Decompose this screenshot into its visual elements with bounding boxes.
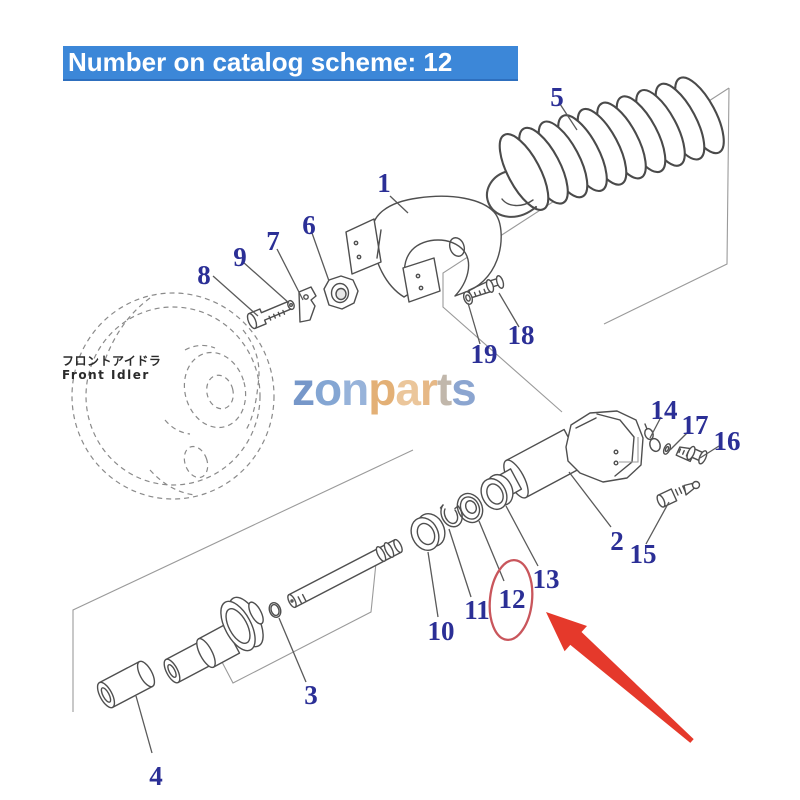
highlight-circle bbox=[488, 559, 534, 641]
part-label-4: 4 bbox=[149, 761, 163, 791]
bushing4-drawing bbox=[96, 660, 156, 709]
bolt18-drawing bbox=[468, 275, 505, 299]
washer17-drawing bbox=[662, 443, 672, 455]
part-label-12: 12 bbox=[499, 584, 526, 614]
watermark-letter: o bbox=[314, 363, 342, 415]
plate-drawing bbox=[298, 286, 317, 323]
part-label-2: 2 bbox=[610, 526, 624, 556]
recoil-spring-drawing bbox=[485, 76, 725, 218]
part-label-1: 1 bbox=[377, 168, 391, 198]
part-label-10: 10 bbox=[428, 616, 455, 646]
watermark-letter: r bbox=[419, 363, 438, 415]
part-label-5: 5 bbox=[550, 82, 564, 112]
front-idler-caption-japanese: フロントアイドラ bbox=[62, 354, 162, 368]
o-ring3-drawing bbox=[268, 602, 282, 618]
part-label-8: 8 bbox=[197, 260, 211, 290]
part-labels: 1 2 3 4 5 6 7 8 9 10 11 12 13 14 15 16 1… bbox=[149, 82, 740, 791]
snap-ring11-drawing bbox=[439, 504, 463, 528]
watermark-letter: n bbox=[341, 363, 369, 415]
part-label-9: 9 bbox=[233, 242, 247, 272]
watermark-letter: a bbox=[395, 363, 421, 415]
piston-drawing bbox=[163, 552, 378, 684]
rod-drawing bbox=[287, 538, 403, 609]
part-label-13: 13 bbox=[533, 564, 560, 594]
watermark-letter: t bbox=[436, 363, 452, 415]
cylinder-block-drawing bbox=[492, 410, 644, 500]
front-idler-phantom-sketch bbox=[71, 292, 275, 500]
part-label-15: 15 bbox=[630, 539, 657, 569]
part-label-19: 19 bbox=[471, 339, 498, 369]
highlight-arrow bbox=[546, 612, 694, 743]
grease-fitting-drawing bbox=[656, 480, 701, 508]
watermark-letter: p bbox=[368, 363, 396, 415]
ring13-drawing bbox=[480, 473, 514, 511]
watermark-logo: zonparts bbox=[292, 362, 477, 416]
part-label-14: 14 bbox=[651, 395, 678, 425]
part-label-17: 17 bbox=[682, 410, 709, 440]
highlight-marks bbox=[488, 559, 694, 743]
washer19-drawing bbox=[462, 291, 474, 305]
ring10-drawing bbox=[410, 512, 446, 552]
nut-drawing bbox=[323, 275, 359, 310]
front-idler-caption: フロントアイドラ Front Idler bbox=[62, 354, 161, 382]
part-label-18: 18 bbox=[508, 320, 535, 350]
watermark-letter: s bbox=[451, 363, 477, 415]
front-idler-caption-english: Front Idler bbox=[62, 368, 150, 382]
washer9-drawing bbox=[287, 299, 295, 311]
part-label-7: 7 bbox=[266, 226, 280, 256]
clip14-drawing bbox=[644, 423, 661, 453]
catalog-scheme-title: Number on catalog scheme: 12 bbox=[63, 46, 518, 81]
watermark-letter: z bbox=[292, 363, 315, 415]
part-label-6: 6 bbox=[302, 210, 316, 240]
bolt8-drawing bbox=[246, 301, 292, 330]
bolt16-drawing bbox=[675, 445, 708, 465]
part-label-11: 11 bbox=[464, 595, 490, 625]
part-label-16: 16 bbox=[714, 426, 741, 456]
ring12-drawing bbox=[456, 492, 484, 524]
part-label-3: 3 bbox=[304, 680, 318, 710]
yoke-drawing bbox=[345, 195, 502, 303]
